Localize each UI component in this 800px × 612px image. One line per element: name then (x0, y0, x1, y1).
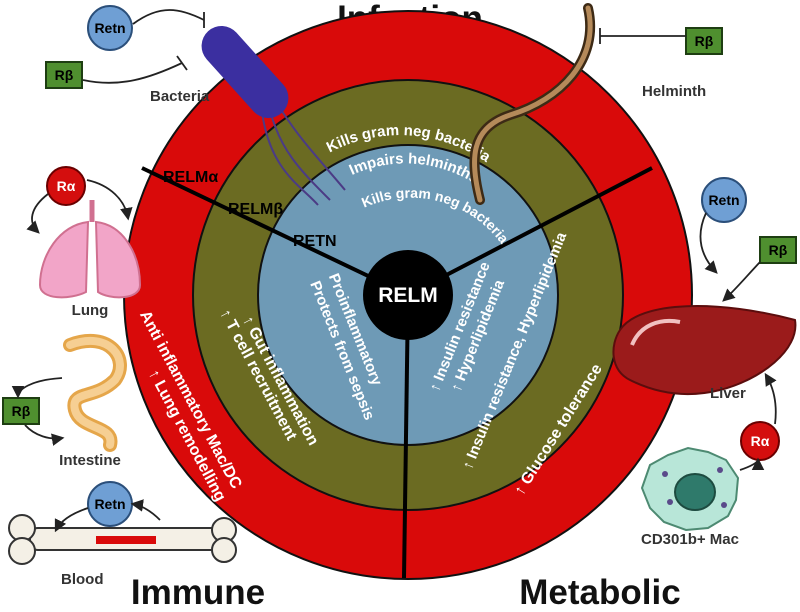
bacteria-icon (201, 25, 346, 206)
liver-icon (612, 305, 797, 396)
arrow-rbeta-to-liver (722, 261, 761, 302)
lung-icon (38, 200, 142, 299)
rbeta-node-bacteria: Rβ (45, 61, 83, 89)
svg-text:Retn: Retn (708, 192, 739, 208)
retn-node-liver: Retn (701, 177, 747, 223)
blood-label: Blood (61, 571, 104, 588)
inhibit-rbeta-bacteria (82, 62, 183, 84)
arrow-mac-to-ralpha (739, 457, 765, 471)
divider-immune-infection (141, 166, 409, 297)
center-circle (363, 250, 453, 340)
ring-label-relm-beta: RELMβ (228, 201, 283, 218)
bone-icon (8, 514, 237, 565)
arrow-blood-to-retn (130, 499, 161, 521)
rbeta-node-intestine: Rβ (2, 397, 40, 425)
section-title-metabolic: Metabolic (519, 573, 680, 612)
arrow-ralpha-to-liver (764, 372, 777, 425)
svg-text:Rα: Rα (751, 433, 770, 449)
ralpha-node-lung: Rα (46, 166, 86, 206)
svg-text:Retn: Retn (94, 496, 125, 512)
ring-label-relm-alpha: RELMα (163, 169, 218, 186)
svg-text:Rα: Rα (57, 178, 76, 194)
macrophage-icon (640, 446, 740, 532)
divider-infection-metabolic (407, 166, 653, 297)
bacteria-label: Bacteria (150, 88, 210, 105)
connectors (11, 9, 777, 533)
center-label: RELM (378, 284, 438, 307)
liver-label: Liver (710, 385, 746, 402)
arrow-retn-to-liver (699, 212, 718, 274)
svg-text:Rβ: Rβ (12, 403, 31, 419)
rbeta-node-helminth: Rβ (685, 27, 723, 55)
ralpha-node-mac: Rα (740, 421, 780, 461)
mac-label: CD301b+ Mac (641, 531, 739, 548)
retn-node-blood: Retn (87, 481, 133, 527)
arrow-intestine-to-rbeta (11, 377, 63, 399)
svg-text:Rβ: Rβ (55, 67, 74, 83)
ring-label-retn: RETN (293, 233, 337, 250)
intestine-label: Intestine (59, 452, 121, 469)
arrow-rbeta-to-intestine (24, 424, 65, 446)
svg-text:Rβ: Rβ (769, 242, 788, 258)
svg-text:Retn: Retn (94, 20, 125, 36)
lung-label: Lung (72, 302, 109, 319)
arrow-lung-to-ralpha (86, 179, 133, 221)
arrow-retn-to-blood (54, 507, 89, 533)
helminth-icon (469, 3, 595, 205)
intestine-icon (63, 333, 127, 452)
arrow-ralpha-to-lung (26, 193, 49, 234)
helminth-label: Helminth (642, 83, 706, 100)
svg-text:Rβ: Rβ (695, 33, 714, 49)
retn-node-bacteria: Retn (87, 5, 133, 51)
section-title-immune: Immune (131, 573, 265, 612)
rbeta-node-liver: Rβ (759, 236, 797, 264)
inhibit-retn-bacteria (132, 9, 205, 25)
divider-immune-metabolic (402, 294, 410, 579)
